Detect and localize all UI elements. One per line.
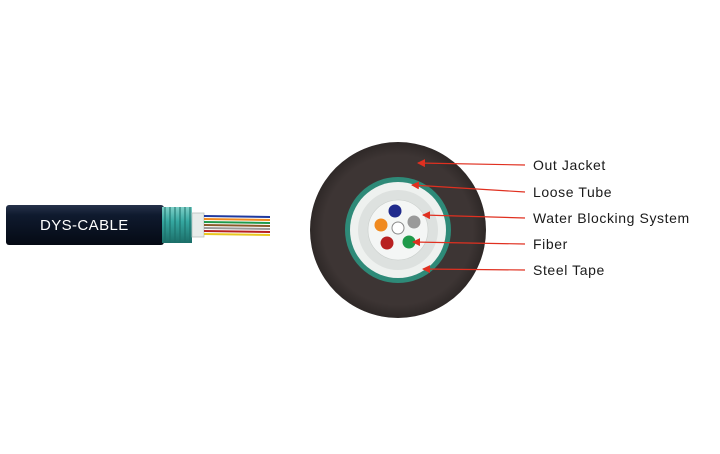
fiber-grey [407,215,421,229]
arrow-water-blocking [422,211,526,220]
armor-section [162,207,192,243]
arrow-loose-tube [411,181,526,193]
center-fiber [391,221,405,235]
arrow-steel-tape [422,265,526,274]
cable-side-view: DYS-CABLE [6,205,271,245]
label-steel-tape: Steel Tape [533,262,605,278]
arrow-out-jacket [417,159,526,168]
callout-arrows [411,159,526,274]
brand-label: DYS-CABLE [40,217,129,234]
tube-stub [191,212,205,238]
fiber-blue [388,204,402,218]
fiber-red [380,236,394,250]
label-fiber: Fiber [533,236,568,252]
callout-labels: Out Jacket Loose Tube Water Blocking Sys… [533,157,690,278]
label-loose-tube: Loose Tube [533,184,612,200]
outer-sheath [6,205,164,245]
fiber-bundle [203,215,271,236]
label-out-jacket: Out Jacket [533,157,606,173]
fiber-orange [374,218,388,232]
label-water-blocking-system: Water Blocking System [533,210,690,226]
arrow-fiber [412,238,526,247]
cable-cross-section [310,142,486,318]
